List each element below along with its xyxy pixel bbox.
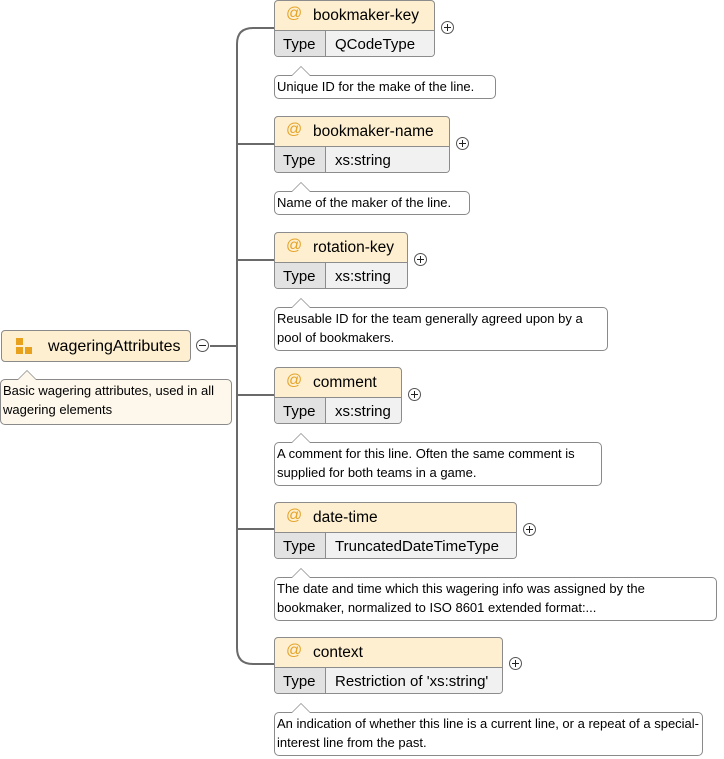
type-value: xs:string (335, 268, 391, 285)
attribute-annotation: An indication of whether this line is a … (274, 703, 703, 756)
type-value: Restriction of 'xs:string' (335, 673, 489, 690)
plus-circle-icon[interactable] (509, 657, 522, 670)
plus-circle-icon[interactable] (441, 21, 454, 34)
attribute-bookmaker-key[interactable]: @ bookmaker-key Type QCodeType (274, 0, 435, 57)
type-label: Type (275, 147, 326, 172)
annotation-text: An indication of whether this line is a … (277, 716, 700, 750)
attribute-comment[interactable]: @ comment Type xs:string (274, 367, 402, 424)
at-symbol-icon: @ (286, 121, 303, 138)
attribute-annotation: Name of the maker of the line. (274, 182, 470, 215)
callout-tail (291, 703, 311, 713)
callout-tail (291, 298, 311, 308)
type-value: xs:string (335, 403, 391, 420)
attribute-group-icon (14, 336, 36, 358)
plus-circle-icon[interactable] (408, 388, 421, 401)
connector-spine (236, 27, 275, 665)
attribute-annotation: The date and time which this wagering in… (274, 568, 717, 621)
plus-circle-icon[interactable] (456, 137, 469, 150)
annotation-text: Reusable ID for the team generally agree… (277, 311, 583, 345)
type-value: QCodeType (335, 36, 416, 53)
type-label: Type (275, 263, 326, 288)
type-label: Type (275, 398, 326, 423)
attribute-bookmaker-name[interactable]: @ bookmaker-name Type xs:string (274, 116, 450, 173)
type-label: Type (275, 668, 326, 693)
at-symbol-icon: @ (286, 507, 303, 524)
root-annotation-text: Basic wagering attributes, used in all w… (3, 383, 215, 417)
attribute-context[interactable]: @ context Type Restriction of 'xs:string… (274, 637, 503, 694)
plus-circle-icon[interactable] (414, 253, 427, 266)
annotation-text: Name of the maker of the line. (277, 195, 452, 210)
attribute-rotation-key[interactable]: @ rotation-key Type xs:string (274, 232, 408, 289)
annotation-text: Unique ID for the make of the line. (277, 79, 475, 94)
root-element-box[interactable]: wageringAttributes (1, 330, 191, 362)
plus-circle-icon[interactable] (523, 523, 536, 536)
callout-tail (291, 568, 311, 578)
attribute-name: bookmaker-name (313, 123, 434, 140)
annotation-text: The date and time which this wagering in… (277, 581, 645, 615)
attribute-name: context (313, 644, 363, 661)
callout-tail (291, 433, 311, 443)
annotation-text: A comment for this line. Often the same … (277, 446, 575, 480)
type-label: Type (275, 31, 326, 56)
root-annotation: Basic wagering attributes, used in all w… (0, 370, 232, 425)
at-symbol-icon: @ (286, 642, 303, 659)
attribute-name: date-time (313, 509, 378, 526)
root-element-name: wageringAttributes (48, 338, 181, 355)
type-value: xs:string (335, 152, 391, 169)
attribute-date-time[interactable]: @ date-time Type TruncatedDateTimeType (274, 502, 517, 559)
callout-tail (291, 182, 311, 192)
minus-circle-icon[interactable] (196, 339, 209, 352)
type-label: Type (275, 533, 326, 558)
at-symbol-icon: @ (286, 237, 303, 254)
at-symbol-icon: @ (286, 5, 303, 22)
attribute-annotation: A comment for this line. Often the same … (274, 433, 602, 486)
attribute-name: comment (313, 374, 377, 391)
type-value: TruncatedDateTimeType (335, 538, 499, 555)
attribute-annotation: Reusable ID for the team generally agree… (274, 298, 608, 351)
callout-tail (291, 66, 311, 76)
callout-tail (17, 370, 37, 380)
attribute-name: rotation-key (313, 239, 394, 256)
attribute-name: bookmaker-key (313, 7, 419, 24)
attribute-annotation: Unique ID for the make of the line. (274, 66, 496, 99)
at-symbol-icon: @ (286, 372, 303, 389)
